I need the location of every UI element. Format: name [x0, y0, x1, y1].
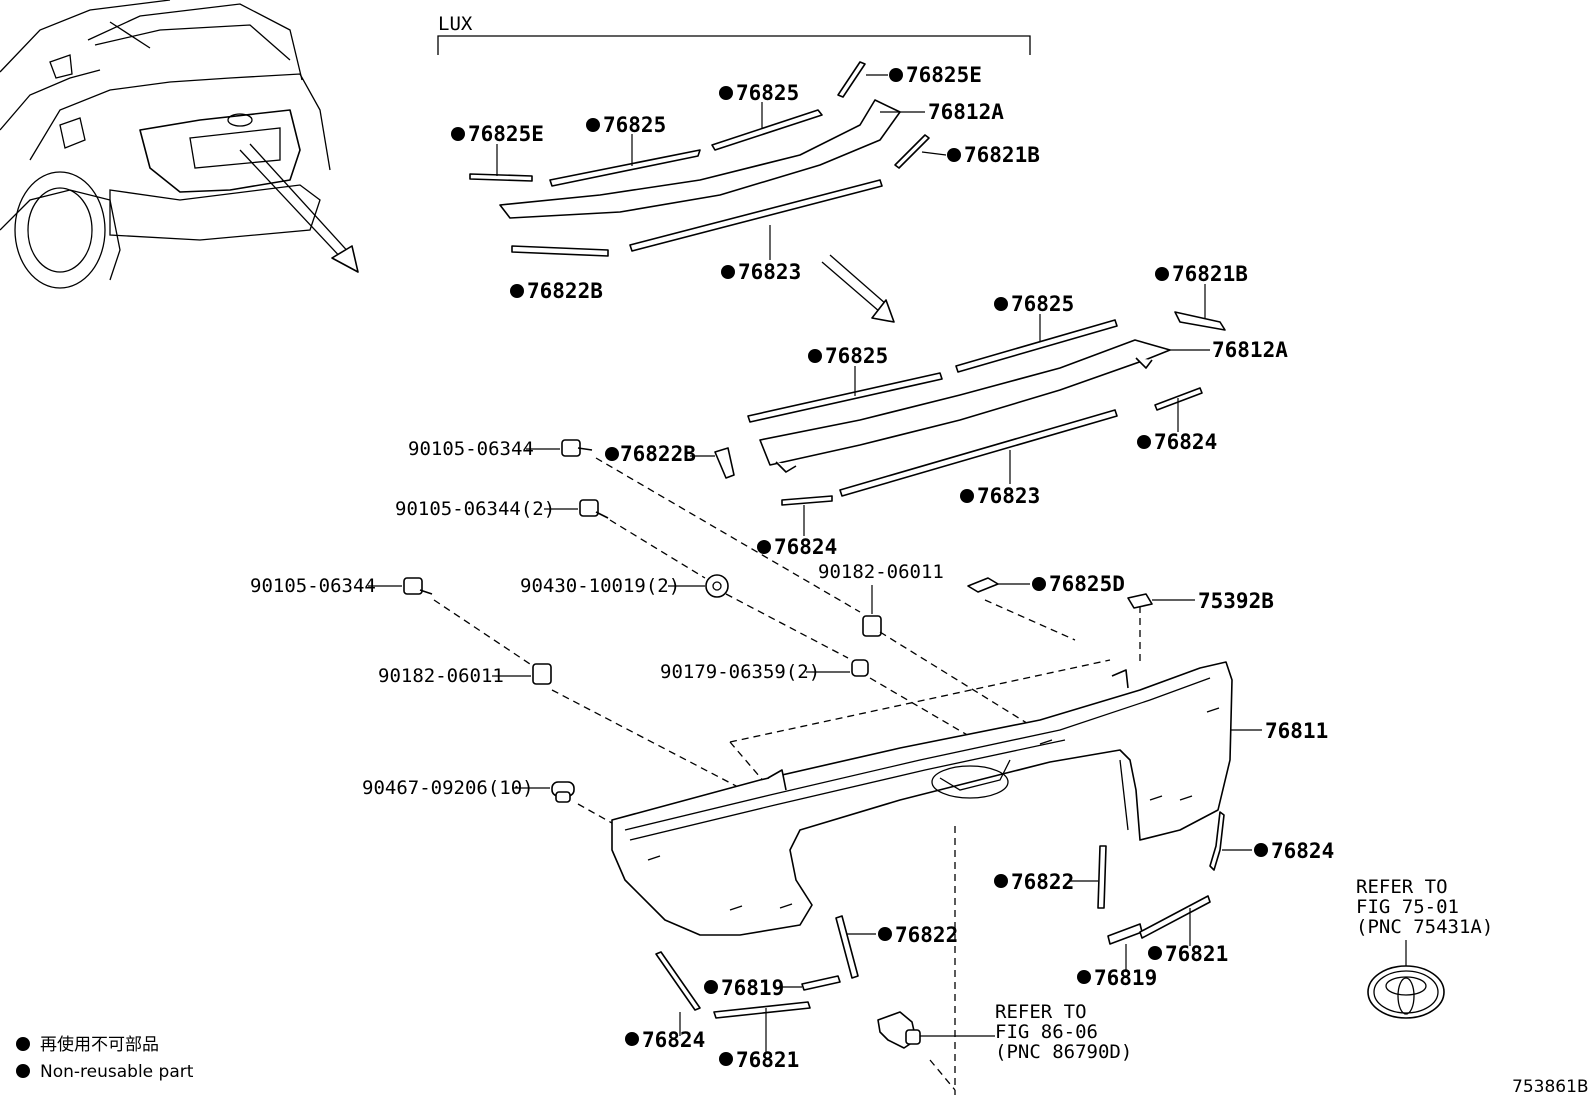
- bolt-icon: [403, 577, 433, 595]
- label-76819-left: 76819: [721, 976, 784, 1000]
- label-76819-right: 76819: [1094, 966, 1157, 990]
- bolt-icon: [561, 439, 593, 457]
- vehicle-rear-illustration: [0, 0, 359, 289]
- lower-parts-right: 76824 76822 76819 76821: [994, 811, 1334, 990]
- lux-spoiler-group: [469, 61, 930, 257]
- legend: 再使用不可部品 Non-reusable part: [16, 1034, 194, 1082]
- std-spoiler-76812A: [759, 339, 1171, 466]
- label-76821-right: 76821: [1165, 942, 1228, 966]
- label-bolt-2: 90105-06344(2): [395, 498, 555, 520]
- legend-english: Non-reusable part: [40, 1062, 194, 1082]
- refer-camera-line-1: REFER TO: [995, 1001, 1087, 1023]
- filled-circle-icon: [16, 1064, 30, 1078]
- lux-label: LUX: [438, 13, 473, 35]
- legend-japanese: 再使用不可部品: [40, 1034, 159, 1055]
- label-76821-left: 76821: [736, 1048, 799, 1072]
- toyota-emblem-icon: [1367, 965, 1445, 1019]
- refer-emblem-line-3: (PNC 75431A): [1356, 916, 1493, 938]
- label-lux-76821B: 76821B: [964, 143, 1040, 167]
- lower-parts-left: 76822 76819 76824 76821: [625, 915, 958, 1072]
- label-76825D: 76825D: [1049, 572, 1125, 596]
- refer-camera-line-2: FIG 86-06: [995, 1021, 1098, 1043]
- label-std-76823: 76823: [977, 484, 1040, 508]
- label-76824-bottom: 76824: [642, 1028, 705, 1052]
- label-lux-76825-left: 76825: [603, 113, 666, 137]
- label-76822-right: 76822: [1011, 870, 1074, 894]
- bolt-icon: [579, 499, 609, 519]
- refer-camera-line-3: (PNC 86790D): [995, 1041, 1132, 1063]
- std-callouts: 76821B 76825 76812A 76825 76824 76822B 7…: [605, 262, 1288, 559]
- label-std-76812A: 76812A: [1212, 338, 1288, 362]
- filled-circle-icon: [16, 1037, 30, 1051]
- label-clip: 90467-09206(10): [362, 777, 534, 799]
- emblem-reference: REFER TO FIG 75-01 (PNC 75431A): [1356, 876, 1493, 1019]
- label-nut-2: 90179-06359(2): [660, 661, 820, 683]
- nut-icon: [532, 663, 552, 685]
- garnish-76811: 76811: [611, 661, 1328, 936]
- label-washer: 90430-10019(2): [520, 575, 680, 597]
- small-parts-upper-right: 76825D 75392B: [967, 572, 1274, 613]
- washer-icon: [705, 574, 729, 598]
- refer-emblem-line-1: REFER TO: [1356, 876, 1448, 898]
- label-76824-side: 76824: [1271, 839, 1334, 863]
- refer-emblem-line-2: FIG 75-01: [1356, 896, 1459, 918]
- label-std-76824-right: 76824: [1154, 430, 1217, 454]
- nut-icon: [851, 659, 869, 677]
- lux-bracket: LUX: [437, 13, 1031, 55]
- nut-icon: [862, 615, 882, 637]
- label-std-76822B: 76822B: [620, 442, 696, 466]
- label-std-76821B: 76821B: [1172, 262, 1248, 286]
- lux-callouts: 76825E 76825 76812A 76825E 76825 76821B …: [451, 63, 1040, 303]
- label-76822-left: 76822: [895, 923, 958, 947]
- lux-spoiler-76812A: [499, 99, 901, 219]
- label-lux-76822B: 76822B: [527, 279, 603, 303]
- clip-icon: [551, 781, 575, 803]
- direction-arrow: [821, 254, 895, 323]
- label-lux-76823: 76823: [738, 260, 801, 284]
- label-bolt-1: 90105-06344: [408, 438, 534, 460]
- label-lux-76825E-left: 76825E: [468, 122, 544, 146]
- label-std-76825-left: 76825: [825, 344, 888, 368]
- label-lux-76825E-right: 76825E: [906, 63, 982, 87]
- label-lux-76825-mid: 76825: [736, 81, 799, 105]
- label-std-76825-right: 76825: [1011, 292, 1074, 316]
- fasteners: 90105-06344 90105-06344(2) 90105-06344 9…: [250, 438, 944, 803]
- std-spoiler-group: [714, 311, 1226, 506]
- label-std-76824-left: 76824: [774, 535, 837, 559]
- diagram-id: 753861B: [1512, 1077, 1589, 1097]
- camera-assembly: REFER TO FIG 86-06 (PNC 86790D): [877, 1001, 1132, 1063]
- label-bolt-3: 90105-06344: [250, 575, 376, 597]
- label-75392B: 75392B: [1198, 589, 1274, 613]
- label-nut-left: 90182-06011: [378, 665, 504, 687]
- label-76811: 76811: [1265, 719, 1328, 743]
- label-nut-upper: 90182-06011: [818, 561, 944, 583]
- label-lux-76812A: 76812A: [928, 100, 1004, 124]
